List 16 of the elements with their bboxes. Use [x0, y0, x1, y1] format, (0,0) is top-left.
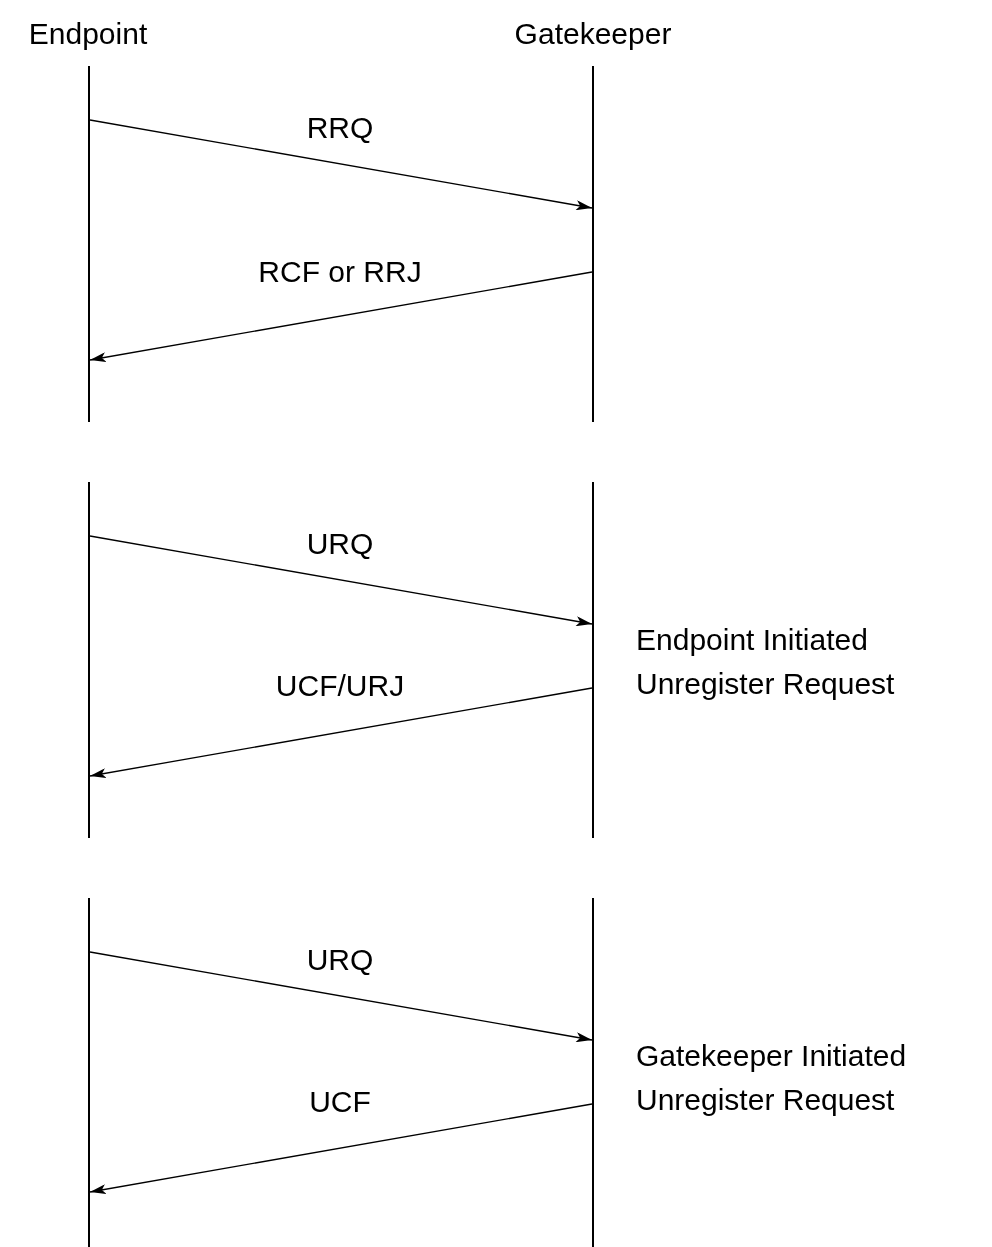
arrow	[89, 951, 593, 1043]
lifeline	[88, 898, 90, 1247]
lifeline	[88, 482, 90, 838]
arrow	[89, 271, 593, 363]
arrow	[89, 1103, 593, 1195]
lifeline	[88, 66, 90, 422]
lifeline	[592, 898, 594, 1247]
lifeline	[592, 482, 594, 838]
arrow	[89, 687, 593, 779]
participant-name: Gatekeeper	[514, 16, 672, 52]
participant-name: Endpoint	[28, 16, 148, 52]
arrow	[89, 119, 593, 211]
note-text: Endpoint Initiated Unregister Request	[636, 622, 896, 702]
note-text: Gatekeeper Initiated Unregister Request	[636, 1038, 908, 1118]
arrow	[89, 535, 593, 627]
lifeline	[592, 66, 594, 422]
